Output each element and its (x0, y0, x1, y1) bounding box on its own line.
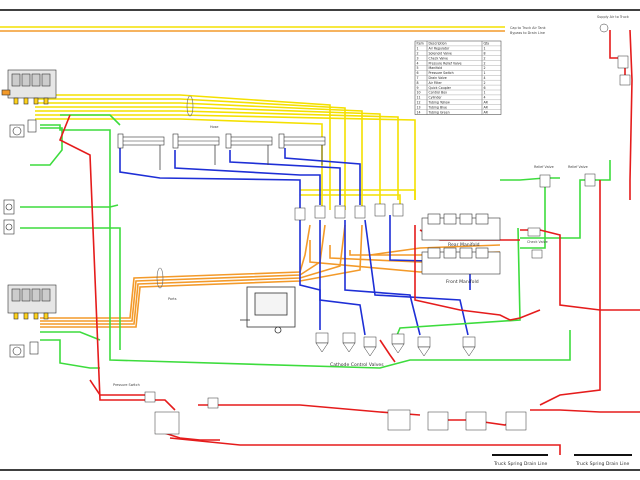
legend-cell: Air Regulator (429, 47, 451, 51)
cathode-valve-2 (342, 332, 356, 353)
legend-header-cell: Description (429, 42, 447, 46)
legend-cell: 2 (484, 66, 486, 70)
legend-frame (414, 40, 502, 115)
legend-cell: Pressure Relief Valve (429, 61, 462, 65)
legend-cell: 3 (417, 56, 419, 60)
legend-cell: Tubing Green (428, 110, 450, 114)
legend-cell: Control Box (429, 91, 448, 95)
left-lower-filter (9, 341, 39, 358)
hose-coil (186, 95, 194, 117)
legend-cell: Tubing Yellow (428, 101, 451, 105)
cathode-valve-5 (417, 336, 431, 357)
control-valves-label: Cathode Control Valves (330, 362, 384, 368)
cylinder-2 (172, 133, 220, 149)
hose-label: Hose (210, 125, 218, 129)
rear-manifold-label: Rear Manifold (448, 242, 480, 248)
pressure-switch-label: Pressure Switch (113, 383, 140, 387)
top-orange-label: Bypass to Drain Line (510, 31, 545, 35)
legend-cell: Drain Valve (429, 76, 447, 80)
legend-cell: 9 (417, 86, 419, 90)
legend-cell: Manifold (429, 66, 443, 70)
legend-cell: 12 (417, 101, 421, 105)
legend-cell: Quick Coupler (429, 86, 452, 90)
drain-label-1: Truck Spring Drain Line (493, 461, 547, 467)
legend-cell: 8 (484, 52, 486, 56)
legend-cell: 6 (417, 71, 419, 75)
top-right-note: Supply Air to Truck (597, 15, 629, 19)
orange-hose-coil (156, 267, 164, 289)
cathode-valve-6 (462, 336, 476, 357)
legend-header-cell: Item (417, 42, 424, 46)
rear-manifold (421, 213, 501, 241)
legend-cell: 4 (484, 76, 486, 80)
left-upper-regulator-block (1, 69, 57, 105)
drain-label-2: Truck Spring Drain Line (575, 461, 629, 467)
legend-cell: Pressure Switch (429, 71, 454, 75)
control-box (240, 286, 296, 334)
legend-cell: 8 (417, 81, 419, 85)
legend-cell: 2 (417, 52, 419, 56)
legend-cell: 7 (417, 76, 419, 80)
relief-valve-left (539, 174, 551, 188)
cylinder-4 (278, 133, 326, 149)
ports-label: Ports (168, 297, 177, 301)
check-valve-label: Check Valve (527, 240, 548, 244)
left-mid-valves (3, 199, 15, 235)
solenoid-valve-bank (294, 203, 404, 221)
legend-header-cell: Qty (484, 42, 490, 46)
legend-cell: Air Filter (429, 81, 443, 85)
relief-valve-right (584, 173, 596, 187)
legend-cell: Tubing Blue (428, 105, 448, 109)
legend-cell: Solenoid Valve (429, 52, 452, 56)
relief-right-label: Relief Valve (568, 165, 588, 169)
legend-cell: 1 (484, 47, 486, 51)
relief-left-label: Relief Valve (534, 165, 554, 169)
legend-cell: 11 (417, 96, 421, 100)
legend-cell: Check Valve (429, 56, 448, 60)
cathode-valve-4 (391, 333, 405, 354)
red-drain-lines (58, 29, 640, 455)
cylinder-1 (117, 133, 165, 149)
front-manifold (421, 247, 501, 275)
cylinder-3 (225, 133, 273, 149)
legend-cell: 4 (417, 61, 419, 65)
left-upper-filter (9, 119, 37, 138)
legend-cell: 2 (484, 81, 486, 85)
bottom-drain-valves (144, 391, 527, 435)
legend-cell: 10 (417, 91, 421, 95)
legend-cell: 5 (417, 66, 419, 70)
top-right-regulator (599, 23, 631, 86)
cylinder-stands (159, 145, 323, 170)
legend-cell: Cylinder (429, 96, 443, 100)
drawing-frame (0, 9, 640, 471)
front-manifold-label: Front Manifold (446, 279, 479, 285)
legend-cell: 13 (417, 105, 421, 109)
legend-cell: AR (484, 105, 489, 109)
legend-cell: 6 (484, 86, 486, 90)
left-lower-regulator-block (7, 284, 57, 320)
check-valve-group (527, 227, 543, 259)
legend-cell: 14 (417, 110, 421, 114)
legend-cell: 2 (484, 56, 486, 60)
legend-cell: 1 (417, 47, 419, 51)
legend-cell: 1 (484, 91, 486, 95)
legend-cell: 4 (484, 96, 486, 100)
green-supply-lines (20, 114, 611, 369)
top-yellow-label: Cap to Truck Air Tank (510, 26, 546, 30)
legend-cell: 2 (484, 61, 486, 65)
legend-cell: AR (484, 110, 489, 114)
blue-control-lines (119, 145, 471, 336)
legend-cell: AR (484, 101, 489, 105)
cathode-valve-1 (315, 332, 329, 353)
cathode-valve-3 (363, 336, 377, 357)
legend-cell: 1 (484, 71, 486, 75)
